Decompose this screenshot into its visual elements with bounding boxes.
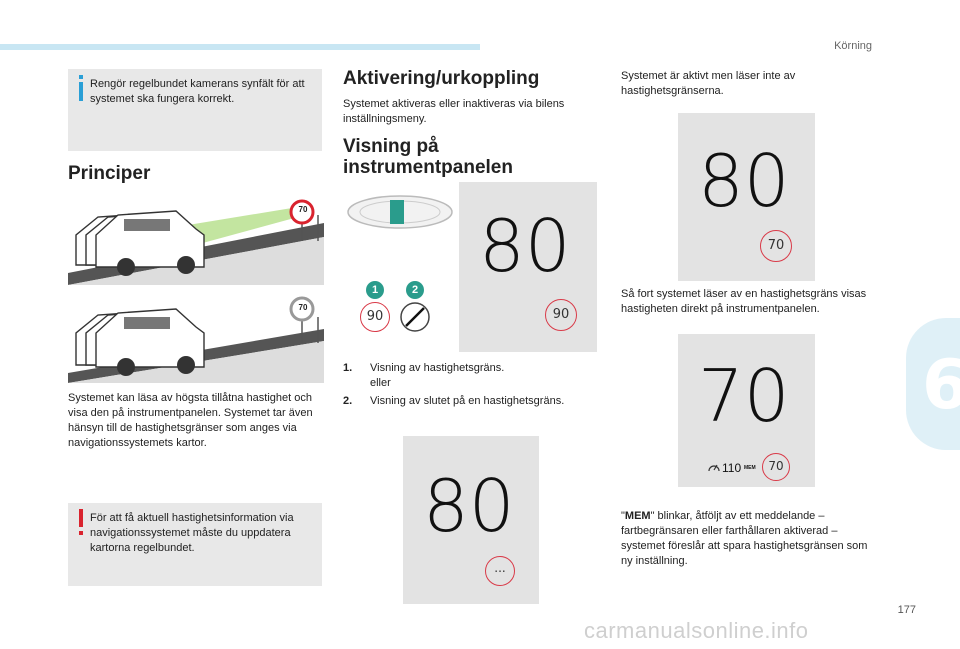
speed-value-1: 80 [479, 204, 571, 288]
speed-sign-top: 70 [298, 205, 308, 214]
heading-visning-line2: instrumentpanelen [343, 157, 513, 178]
page-number: 177 [897, 604, 916, 616]
principle-paragraph: Systemet kan läsa av högsta tillåtna has… [68, 392, 313, 449]
legend-item-1-sub: eller [370, 377, 391, 389]
warning-icon [79, 509, 83, 535]
top-accent-bar [0, 44, 480, 50]
mem-quote-open: " [621, 510, 625, 522]
camera-illustration-bottom [68, 296, 324, 383]
section-label: Körning [834, 40, 872, 52]
badge-2: 2 [406, 281, 424, 299]
speedometer-icon [708, 464, 720, 472]
legend-item-1: 1. Visning av hastighetsgräns. [343, 361, 595, 376]
legend-text-1: Visning av hastighetsgräns. [370, 362, 505, 374]
windscreen-camera-icon [347, 195, 453, 229]
heading-visning: Visning på instrumentpanelen [343, 136, 513, 178]
detect-paragraph: Så fort systemet läser av en hastighetsg… [621, 288, 867, 315]
watermark: carmanualsonline.info [584, 618, 809, 643]
mem-paragraph-rest: " blinkar, åtföljt av ett meddelande – f… [621, 510, 868, 567]
legend-num-2: 2. [343, 395, 353, 407]
limit-ring-panel3: 70 [760, 230, 792, 262]
legend-num-1: 1. [343, 362, 353, 374]
legend-item-2: 2. Visning av slutet på en hastighetsgrä… [343, 394, 595, 409]
speed-value-2: 80 [423, 464, 515, 548]
inactive-paragraph: Systemet är aktivt men läser inte av has… [621, 70, 796, 97]
camera-illustration-top [68, 199, 324, 285]
end-of-limit-icon [400, 302, 430, 332]
legend-text-2: Visning av slutet på en hastighetsgräns. [370, 395, 565, 407]
info-box: Rengör regelbundet kamerans synfält för … [68, 69, 322, 151]
mem-paragraph: "MEM" blinkar, åtföljt av ett meddelande… [621, 509, 871, 569]
mem-speed-value: 110 [722, 461, 742, 475]
speed-value-3: 80 [698, 139, 790, 223]
chapter-tab: 6 [906, 318, 960, 450]
limit-ring-panel2: ... [485, 556, 515, 586]
limit-ring-panel4: 70 [762, 453, 790, 481]
heading-principer: Principer [68, 163, 151, 184]
display-panel-1: 80 90 [459, 182, 597, 352]
mem-label: MEM [744, 465, 756, 471]
display-panel-2: 80 ... [403, 436, 539, 604]
warning-box-text: För att få aktuell hastighetsinformation… [90, 512, 294, 554]
badge-1: 1 [366, 281, 384, 299]
chapter-number: 6 [922, 346, 960, 425]
info-box-text: Rengör regelbundet kamerans synfält för … [90, 78, 305, 105]
speed-value-4: 70 [698, 354, 790, 438]
mem-bold: MEM [624, 510, 651, 522]
speed-sign-bottom: 70 [298, 303, 308, 312]
heading-aktivering: Aktivering/urkoppling [343, 68, 540, 89]
limit-ring-1: 90 [360, 302, 390, 332]
limit-ring-panel1: 90 [545, 299, 577, 331]
display-panel-3: 80 70 [678, 113, 815, 281]
display-panel-4: 70 110 MEM 70 [678, 334, 815, 487]
heading-visning-line1: Visning på [343, 136, 439, 157]
info-icon [79, 75, 83, 101]
warning-box: För att få aktuell hastighetsinformation… [68, 503, 322, 586]
activation-paragraph: Systemet aktiveras eller inaktiveras via… [343, 98, 565, 125]
